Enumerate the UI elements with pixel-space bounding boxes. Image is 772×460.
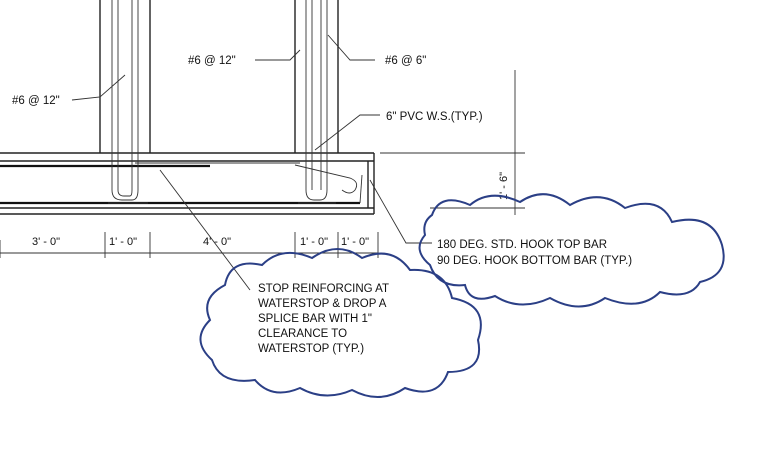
splice-note-line-5: WATERSTOP (TYP.) (258, 343, 364, 355)
dimension-string: 3' - 0" 1' - 0" 4' - 0" 1' - 0" 1' - 0" (0, 232, 379, 258)
waterstop-label: 6" PVC W.S.(TYP.) (386, 111, 483, 123)
dimension-4: 1' - 0" (300, 236, 328, 248)
right-wall-rebar (294, 0, 339, 204)
hook-note-line-2: 90 DEG. HOOK BOTTOM BAR (TYP.) (437, 255, 632, 267)
footing-slab (0, 152, 375, 215)
splice-note-line-1: STOP REINFORCING AT (258, 283, 389, 295)
splice-note-line-4: CLEARANCE TO (258, 328, 347, 340)
dimension-5: 1' - 0" (341, 236, 369, 248)
footing-height-dimension: 1' - 6" (380, 70, 525, 215)
footing-height-label: 1' - 6" (498, 172, 510, 200)
dimension-1: 3' - 0" (32, 236, 60, 248)
dimension-2: 1' - 0" (109, 236, 137, 248)
bar-mid-label: #6 @ 12" (188, 55, 236, 67)
bar-right-label: #6 @ 6" (385, 55, 426, 67)
left-wall-rebar (99, 0, 151, 204)
splice-note-line-3: SPLICE BAR WITH 1" (258, 313, 372, 325)
splice-note-cloud (199, 248, 482, 398)
splice-note-line-2: WATERSTOP & DROP A (258, 298, 387, 310)
hook-note-line-1: 180 DEG. STD. HOOK TOP BAR (437, 239, 607, 251)
dimension-3: 4' - 0" (203, 236, 231, 248)
callout-leaders (71, 34, 432, 291)
bar-left-label: #6 @ 12" (12, 95, 60, 107)
